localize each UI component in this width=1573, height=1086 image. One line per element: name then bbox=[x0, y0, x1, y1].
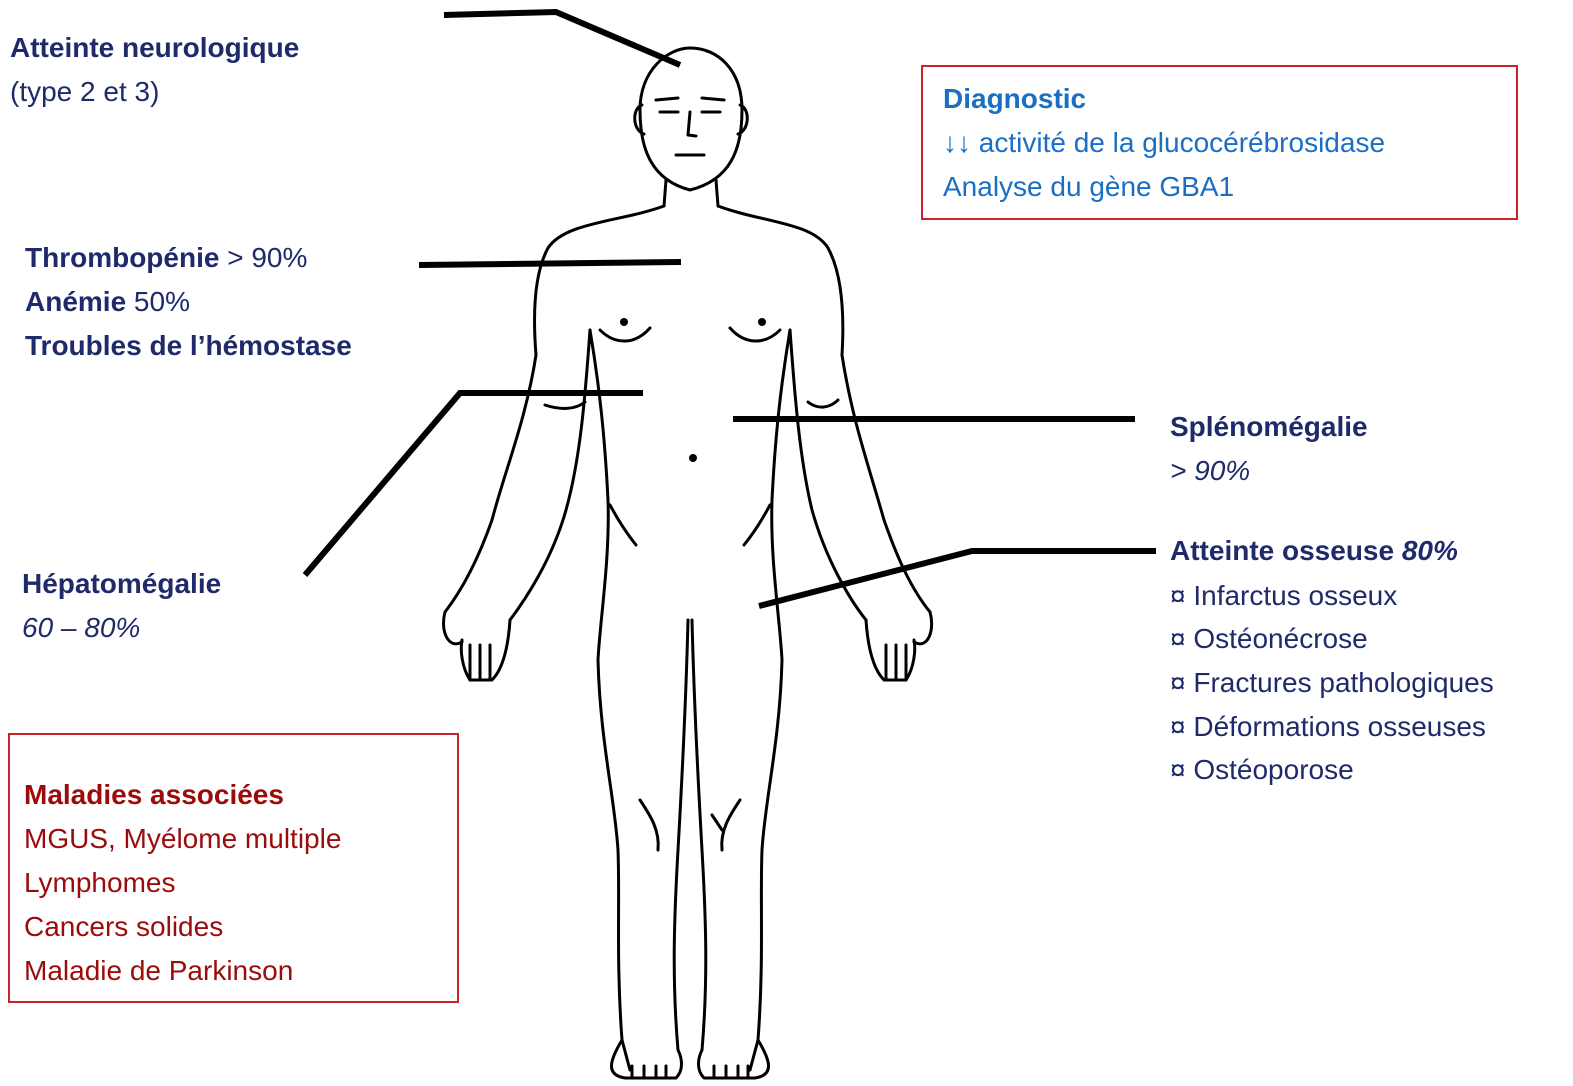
associated-item: MGUS, Myélome multiple bbox=[24, 817, 341, 861]
associated-item: Lymphomes bbox=[24, 861, 175, 905]
thrombopenia-line: Thrombopénie > 90% bbox=[25, 236, 307, 280]
neuro-detail: (type 2 et 3) bbox=[10, 70, 159, 114]
leader-line-hematology bbox=[419, 262, 681, 265]
leader-line-neuro bbox=[444, 12, 680, 65]
bone-value: 80% bbox=[1402, 535, 1458, 566]
diagnostic-line: Analyse du gène GBA1 bbox=[943, 165, 1234, 209]
spleno-value: > 90% bbox=[1170, 449, 1250, 493]
human-body-outline bbox=[444, 48, 932, 1078]
bone-item: ¤ Ostéonécrose bbox=[1170, 617, 1368, 661]
diagnostic-title: Diagnostic bbox=[943, 77, 1086, 121]
anemia-label: Anémie bbox=[25, 286, 126, 317]
bone-item: ¤ Fractures pathologiques bbox=[1170, 661, 1494, 705]
bone-item: ¤ Ostéoporose bbox=[1170, 748, 1354, 792]
hepato-value: 60 – 80% bbox=[22, 606, 140, 650]
spleno-title: Splénomégalie bbox=[1170, 405, 1368, 449]
anemia-value: 50% bbox=[126, 286, 190, 317]
associated-title: Maladies associées bbox=[24, 773, 284, 817]
leader-line-hepato bbox=[305, 393, 643, 575]
bone-item: ¤ Déformations osseuses bbox=[1170, 705, 1486, 749]
thrombopenia-value: > 90% bbox=[219, 242, 307, 273]
hepato-title: Hépatomégalie bbox=[22, 562, 221, 606]
neuro-title: Atteinte neurologique bbox=[10, 26, 299, 70]
thrombopenia-label: Thrombopénie bbox=[25, 242, 219, 273]
hemostasis-label: Troubles de l’hémostase bbox=[25, 324, 352, 368]
anemia-line: Anémie 50% bbox=[25, 280, 190, 324]
bone-title: Atteinte osseuse bbox=[1170, 535, 1402, 566]
associated-item: Cancers solides bbox=[24, 905, 223, 949]
bone-title-line: Atteinte osseuse 80% bbox=[1170, 529, 1458, 573]
bone-item: ¤ Infarctus osseux bbox=[1170, 574, 1397, 618]
associated-item: Maladie de Parkinson bbox=[24, 949, 293, 993]
leader-line-bone bbox=[759, 551, 1156, 606]
diagnostic-line: ↓↓ activité de la glucocérébrosidase bbox=[943, 121, 1385, 165]
